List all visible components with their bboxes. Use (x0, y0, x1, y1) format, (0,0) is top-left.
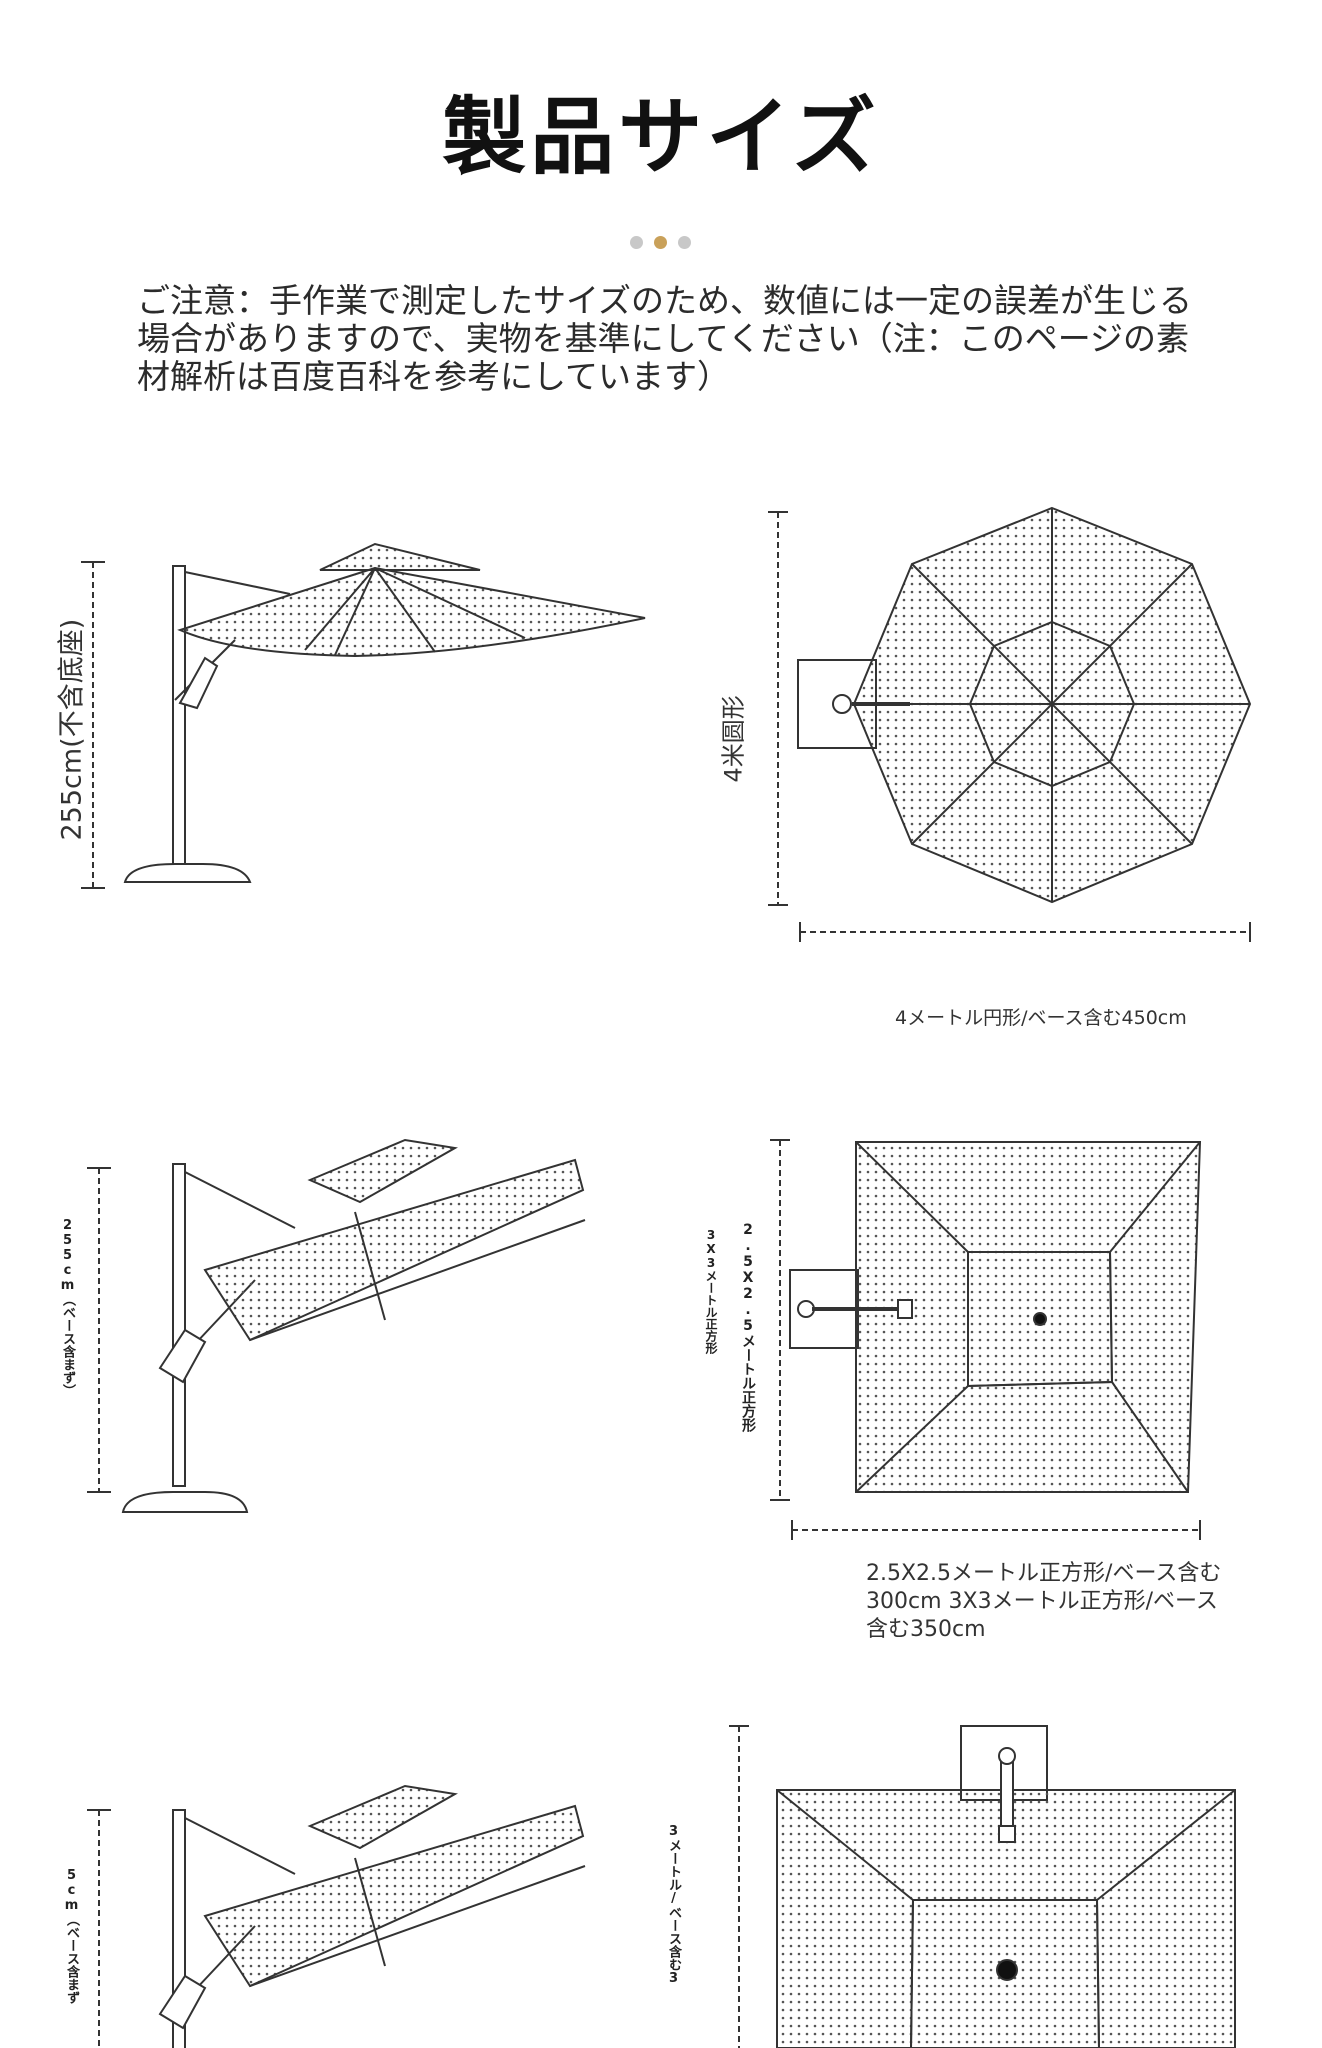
umbrella-top-view-round (768, 506, 1252, 942)
height-label-1: 255cm(不含底座) (56, 618, 88, 841)
carousel-dot-2[interactable] (654, 236, 667, 249)
height-label-2: 255cm（ベース含まず） (60, 1218, 75, 1397)
carousel-dot-3[interactable] (678, 236, 691, 249)
height-label-3: 5cm（ベース含まず (64, 1868, 79, 2004)
carousel-dot-1[interactable] (630, 236, 643, 249)
umbrella-side-view-3 (87, 1784, 586, 2048)
side-label-2-5: 2.5X2.5メートル正方形 (740, 1222, 756, 1432)
side-label-3x3: 3X3メートル正方形 (704, 1228, 718, 1354)
carousel-indicator[interactable] (630, 236, 692, 250)
umbrella-side-view-1 (81, 542, 646, 889)
umbrella-top-view-square-2 (729, 1725, 1236, 2048)
diameter-label: 4米圆形 (719, 695, 748, 783)
measurement-notice: ご注意：手作業で測定したサイズのため、数値には一定の誤差が生じる場合がありますの… (137, 281, 1193, 396)
umbrella-top-view-square (770, 1139, 1202, 1540)
umbrella-side-view-2 (87, 1138, 586, 1513)
caption-square: 2.5X2.5メートル正方形/ベース含む300cm 3X3メートル正方形/ベース… (866, 1561, 1222, 1642)
page-title: 製品サイズ (442, 88, 880, 186)
caption-round: 4メートル円形/ベース含む450cm (895, 1007, 1187, 1029)
side-label-3m: 3メートル/ベース含む3 (666, 1824, 681, 1986)
